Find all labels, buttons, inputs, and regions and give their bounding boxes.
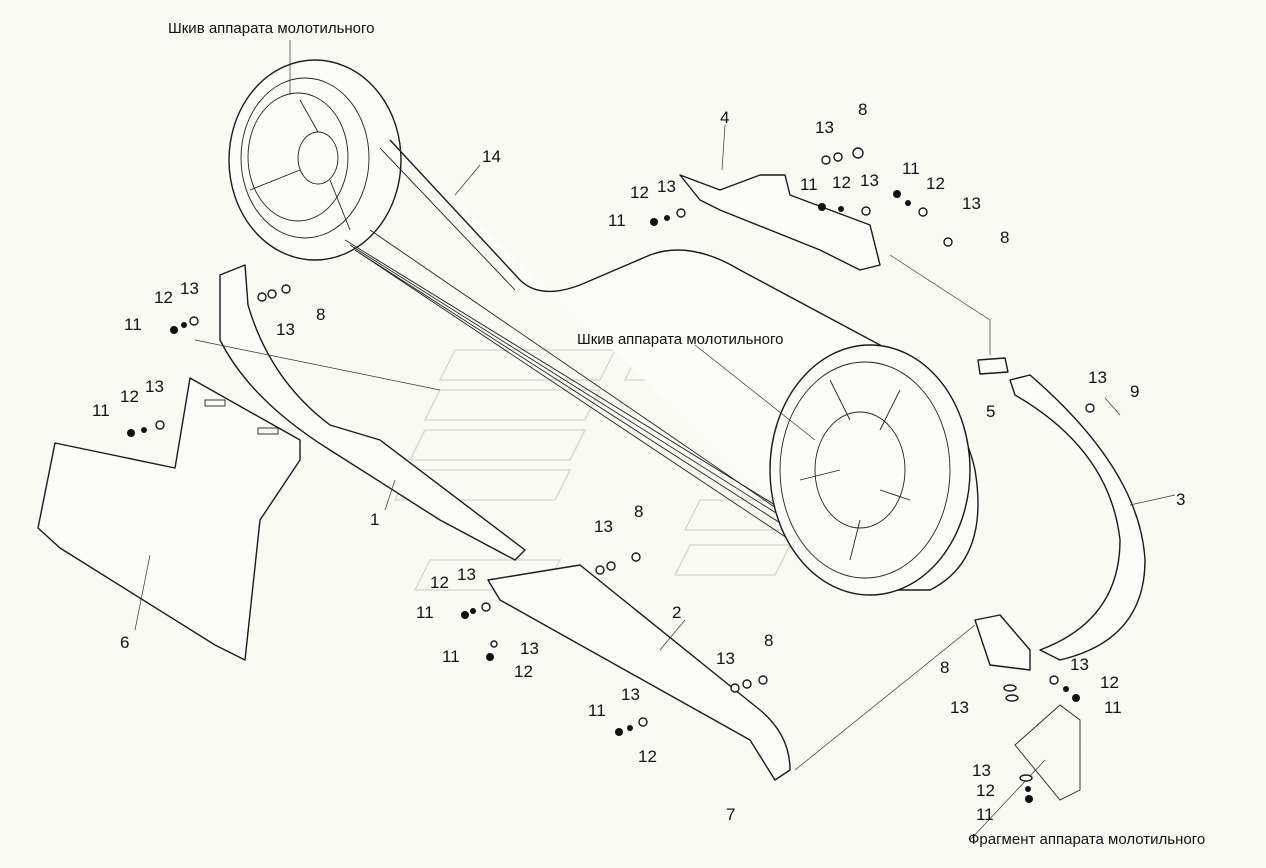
callout-11: 11 <box>800 175 818 194</box>
callout-13: 13 <box>657 177 676 196</box>
middle-pulley <box>769 344 971 596</box>
top-pulley <box>228 59 402 261</box>
callout-11: 11 <box>588 701 606 720</box>
callout-8: 8 <box>858 100 867 119</box>
callout-11: 11 <box>416 603 434 622</box>
fasteners <box>127 147 1095 803</box>
callout-8: 8 <box>940 658 949 677</box>
callout-13: 13 <box>594 517 613 536</box>
callout-13: 13 <box>1088 368 1107 387</box>
callout-11: 11 <box>92 401 110 420</box>
part-1-guard <box>219 264 526 561</box>
callout-11: 11 <box>442 647 460 666</box>
fragment-bracket <box>974 614 1081 801</box>
part-3-guard <box>1009 374 1146 661</box>
callout-13: 13 <box>276 320 295 339</box>
part-2-guard <box>487 564 791 781</box>
callout-13: 13 <box>860 171 879 190</box>
caption-middle-pulley: Шкив аппарата молотильного <box>577 331 784 348</box>
callout-13: 13 <box>1070 655 1089 674</box>
callout-7: 7 <box>726 805 735 824</box>
callout-8: 8 <box>764 631 773 650</box>
callout-12: 12 <box>514 662 533 681</box>
callout-2: 2 <box>672 603 681 622</box>
callout-13: 13 <box>716 649 735 668</box>
callout-13: 13 <box>621 685 640 704</box>
callout-12: 12 <box>630 183 649 202</box>
callout-12: 12 <box>976 781 995 800</box>
callout-12: 12 <box>430 573 449 592</box>
callout-5: 5 <box>986 402 995 421</box>
part-4-bracket <box>679 174 881 271</box>
callout-13: 13 <box>962 194 981 213</box>
part-6-shield <box>37 377 301 661</box>
callout-11: 11 <box>976 805 994 824</box>
callout-14: 14 <box>482 147 501 166</box>
callout-12: 12 <box>926 174 945 193</box>
callout-8: 8 <box>1000 228 1009 247</box>
callout-13: 13 <box>972 761 991 780</box>
callout-13: 13 <box>520 639 539 658</box>
callout-13: 13 <box>950 698 969 717</box>
callout-12: 12 <box>154 288 173 307</box>
callout-13: 13 <box>180 279 199 298</box>
callout-8: 8 <box>316 305 325 324</box>
callout-1: 1 <box>370 510 379 529</box>
callout-13: 13 <box>815 118 834 137</box>
callout-11: 11 <box>124 315 142 334</box>
caption-fragment: Фрагмент аппарата молотильного <box>968 831 1205 848</box>
callout-4: 4 <box>720 108 729 127</box>
part-5-plate <box>977 357 1009 375</box>
callout-9: 9 <box>1130 382 1139 401</box>
callout-6: 6 <box>120 633 129 652</box>
callout-12: 12 <box>120 387 139 406</box>
callout-11: 11 <box>1104 698 1122 717</box>
callout-13: 13 <box>457 565 476 584</box>
callout-8: 8 <box>634 502 643 521</box>
leader-lines <box>134 40 1176 841</box>
callout-11: 11 <box>608 211 626 230</box>
callout-11: 11 <box>902 159 920 178</box>
callout-12: 12 <box>638 747 657 766</box>
callout-3: 3 <box>1176 490 1185 509</box>
callout-12: 12 <box>1100 673 1119 692</box>
callout-12: 12 <box>832 173 851 192</box>
caption-top-pulley: Шкив аппарата молотильного <box>168 20 375 37</box>
callout-13: 13 <box>145 377 164 396</box>
